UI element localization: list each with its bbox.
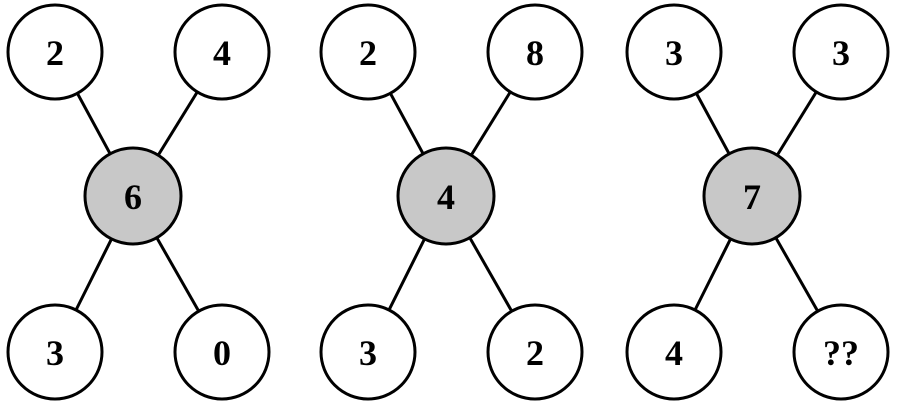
node-top-left: 3	[625, 3, 723, 101]
node-circle	[6, 303, 104, 401]
center-value: 4	[437, 177, 455, 217]
node-circle	[319, 3, 417, 101]
puzzle-group-2: 2 8 3 2 4	[319, 3, 584, 401]
node-top-right: 8	[486, 3, 584, 101]
node-bottom-left: 4	[625, 303, 723, 401]
node-circle	[319, 303, 417, 401]
node-value: 2	[359, 33, 377, 73]
center-node: 6	[83, 146, 183, 246]
node-value: 3	[46, 333, 64, 373]
node-value: 3	[359, 333, 377, 373]
puzzle-group-3: 3 3 4?? 7	[625, 3, 890, 401]
node-circle	[6, 3, 104, 101]
node-value: ??	[823, 333, 859, 373]
node-value: 2	[46, 33, 64, 73]
center-circle	[83, 146, 183, 246]
node-circle	[173, 303, 271, 401]
node-circle	[792, 303, 890, 401]
node-bottom-right: ??	[792, 303, 890, 401]
node-bottom-right: 0	[173, 303, 271, 401]
center-node: 4	[396, 146, 496, 246]
node-top-right: 4	[173, 3, 271, 101]
node-top-left: 2	[6, 3, 104, 101]
node-circle	[625, 3, 723, 101]
node-bottom-left: 3	[6, 303, 104, 401]
center-circle	[702, 146, 802, 246]
center-circle	[396, 146, 496, 246]
node-circle	[625, 303, 723, 401]
node-bottom-right: 2	[486, 303, 584, 401]
node-value: 4	[665, 333, 683, 373]
puzzle-group-1: 2 4 3 0 6	[6, 3, 271, 401]
node-value: 8	[526, 33, 544, 73]
node-top-right: 3	[792, 3, 890, 101]
node-value: 2	[526, 333, 544, 373]
node-bottom-left: 3	[319, 303, 417, 401]
node-value: 3	[665, 33, 683, 73]
node-value: 0	[213, 333, 231, 373]
center-node: 7	[702, 146, 802, 246]
center-value: 6	[124, 177, 142, 217]
center-value: 7	[743, 177, 761, 217]
node-circle	[486, 303, 584, 401]
node-top-left: 2	[319, 3, 417, 101]
node-value: 4	[213, 33, 231, 73]
node-circle	[792, 3, 890, 101]
node-circle	[486, 3, 584, 101]
node-circle	[173, 3, 271, 101]
node-value: 3	[832, 33, 850, 73]
